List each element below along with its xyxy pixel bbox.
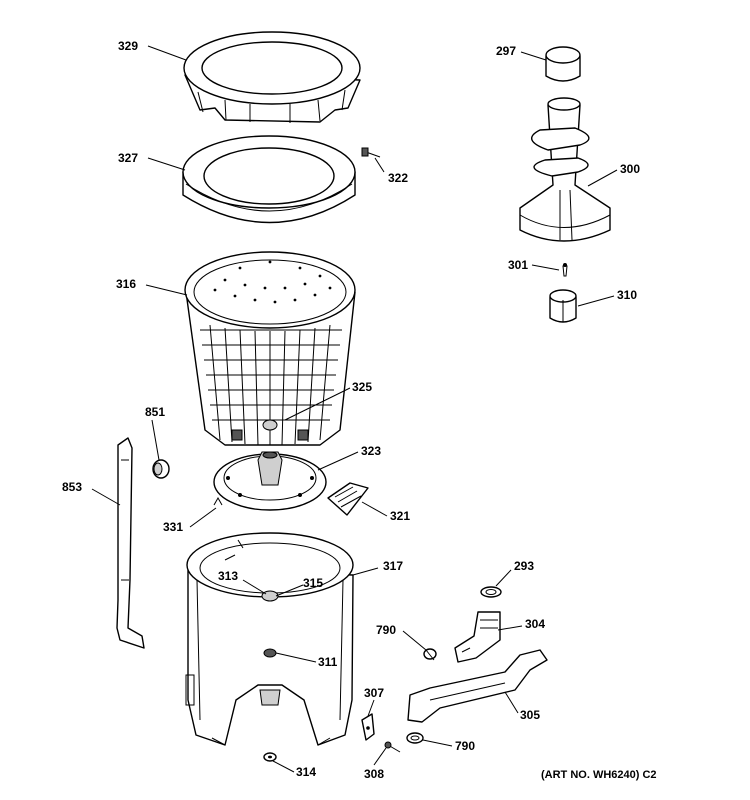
part-297-agitator-cap xyxy=(545,46,581,82)
part-853-tube xyxy=(116,437,145,649)
label-322: 322 xyxy=(388,171,408,185)
part-308-screw xyxy=(384,741,401,753)
part-790-clamp-upper xyxy=(423,648,437,661)
label-853: 853 xyxy=(62,480,82,494)
part-314-seal xyxy=(263,752,277,762)
part-301-screw xyxy=(562,263,568,277)
label-308: 308 xyxy=(364,767,384,781)
part-316-spin-basket xyxy=(184,251,356,446)
part-331-clip xyxy=(213,496,223,506)
label-297: 297 xyxy=(496,44,516,58)
part-304-hose xyxy=(454,611,501,663)
leader-lines xyxy=(91,45,618,773)
part-300-agitator xyxy=(519,97,611,242)
label-325: 325 xyxy=(352,380,372,394)
part-293-clamp xyxy=(480,586,502,598)
label-310: 310 xyxy=(617,288,637,302)
label-305: 305 xyxy=(520,708,540,722)
part-305-drain-hose xyxy=(407,649,548,723)
label-314: 314 xyxy=(296,765,316,779)
part-322-screw xyxy=(361,147,381,158)
label-316: 316 xyxy=(116,277,136,291)
part-310-coupling xyxy=(549,289,577,323)
part-851-grommet xyxy=(152,459,170,479)
part-317-outer-tub xyxy=(185,532,354,746)
label-304: 304 xyxy=(525,617,545,631)
label-790-lower: 790 xyxy=(455,739,475,753)
label-315: 315 xyxy=(303,576,323,590)
label-323: 323 xyxy=(361,444,381,458)
label-300: 300 xyxy=(620,162,640,176)
label-327: 327 xyxy=(118,151,138,165)
label-293: 293 xyxy=(514,559,534,573)
label-321: 321 xyxy=(390,509,410,523)
part-329-tub-cover xyxy=(183,31,361,123)
part-321-filter xyxy=(327,482,369,516)
label-329: 329 xyxy=(118,39,138,53)
label-790-upper: 790 xyxy=(376,623,396,637)
label-307: 307 xyxy=(364,686,384,700)
part-307-bracket xyxy=(361,713,375,741)
label-317: 317 xyxy=(383,559,403,573)
label-311: 311 xyxy=(318,655,338,669)
part-790-clamp-lower xyxy=(406,732,424,744)
label-313: 313 xyxy=(218,569,238,583)
label-851: 851 xyxy=(145,405,165,419)
part-323-mounting-plate xyxy=(213,451,327,511)
label-301: 301 xyxy=(508,258,528,272)
part-327-balance-ring xyxy=(182,135,356,224)
label-331: 331 xyxy=(163,520,183,534)
art-number-caption: (ART NO. WH6240) C2 xyxy=(541,769,657,781)
